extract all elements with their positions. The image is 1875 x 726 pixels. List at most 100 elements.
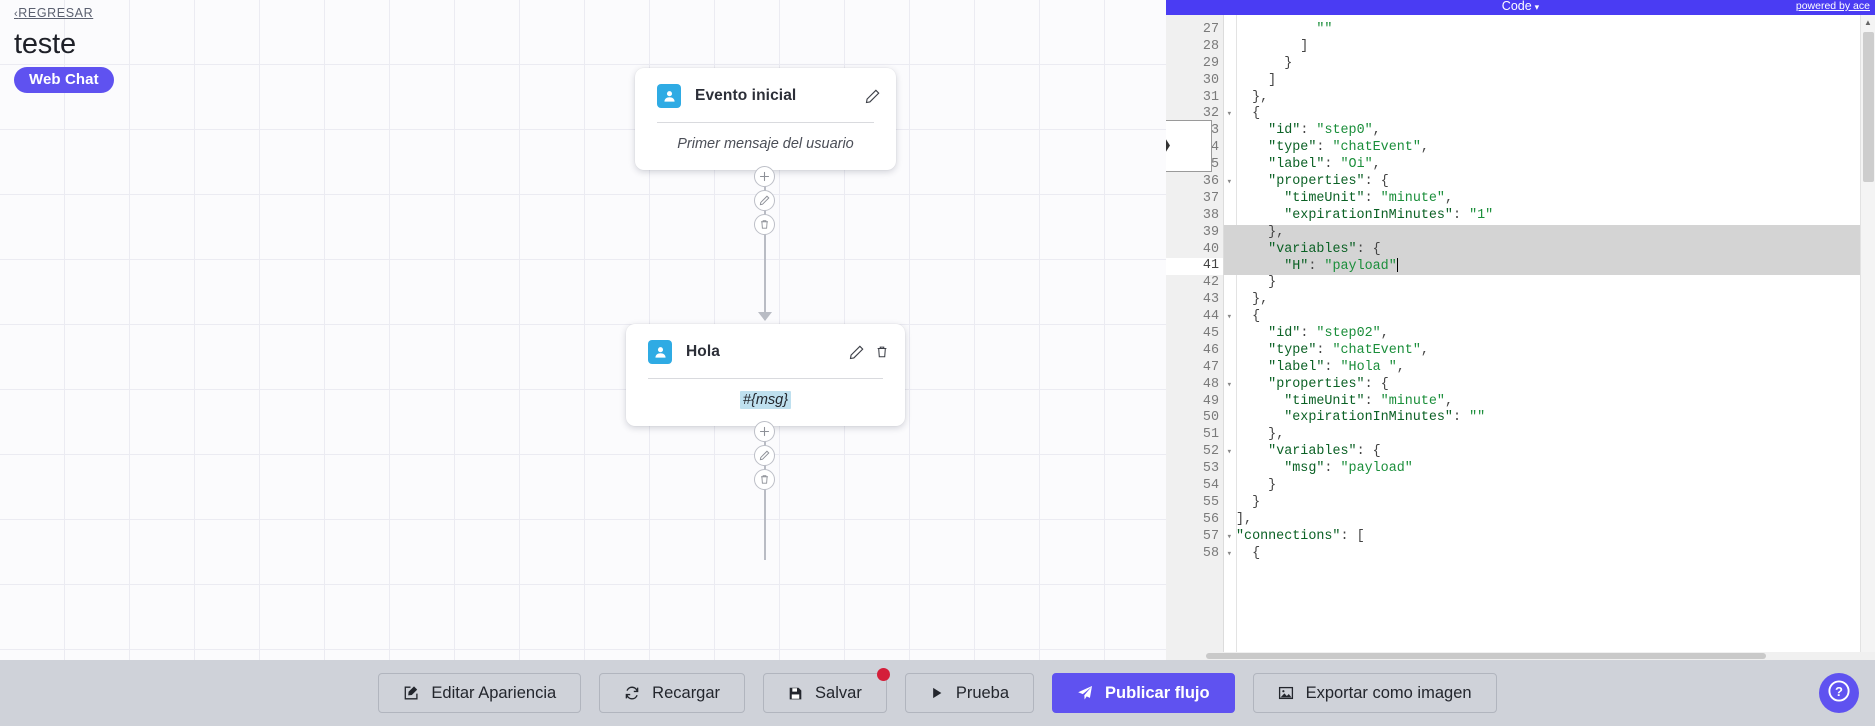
fold-widget-overlay[interactable]: ❯ xyxy=(1166,120,1212,172)
code-line[interactable]: } xyxy=(1268,478,1277,494)
scrollbar-thumb[interactable] xyxy=(1863,32,1874,182)
line-number[interactable]: 52▾ xyxy=(1202,444,1232,460)
delete-icon[interactable] xyxy=(754,214,775,235)
line-number[interactable]: 29 xyxy=(1202,55,1219,71)
line-number[interactable]: 44▾ xyxy=(1202,309,1232,325)
code-line[interactable]: } xyxy=(1268,275,1277,291)
button-label: Publicar flujo xyxy=(1105,683,1210,702)
code-line[interactable]: "variables": { xyxy=(1224,241,1875,259)
test-button[interactable]: Prueba xyxy=(904,673,1035,713)
code-editor[interactable]: 272829303132▾33343536▾37383940▾41424344▾… xyxy=(1166,15,1875,660)
code-line[interactable]: }, xyxy=(1224,224,1875,242)
scroll-up-icon[interactable]: ▲ xyxy=(1864,18,1872,27)
reload-button[interactable]: Recargar xyxy=(599,673,746,713)
flow-node-hola[interactable]: Hola #{msg} xyxy=(626,324,905,426)
line-number[interactable]: 28 xyxy=(1202,38,1219,54)
line-number[interactable]: 58▾ xyxy=(1202,545,1232,561)
code-horizontal-scrollbar[interactable] xyxy=(1166,652,1875,660)
code-line[interactable]: { xyxy=(1252,309,1261,325)
back-link[interactable]: ‹REGRESAR xyxy=(14,6,93,20)
add-icon[interactable] xyxy=(754,166,775,187)
code-line[interactable]: "H": "payload" xyxy=(1224,258,1875,276)
line-number[interactable]: 45 xyxy=(1202,326,1219,342)
line-number[interactable]: 55 xyxy=(1202,494,1219,510)
code-content[interactable]: "" ] } ] }, { "id": "step0", "type": "ch… xyxy=(1224,15,1875,660)
code-vertical-scrollbar[interactable]: ▲ xyxy=(1860,15,1875,660)
code-line[interactable]: "type": "chatEvent", xyxy=(1268,342,1429,358)
ace-credit-link[interactable]: powered by ace xyxy=(1795,0,1870,12)
code-line[interactable]: }, xyxy=(1268,427,1285,443)
code-line[interactable]: "expirationInMinutes": "1" xyxy=(1284,207,1494,223)
export-image-button[interactable]: Exportar como imagen xyxy=(1252,673,1497,713)
line-number[interactable]: 41 xyxy=(1166,258,1223,276)
code-line[interactable]: "label": "Hola ", xyxy=(1268,359,1405,375)
save-button[interactable]: Salvar xyxy=(763,668,890,713)
code-line[interactable]: "connections": [ xyxy=(1236,528,1365,544)
help-button[interactable]: ? xyxy=(1819,673,1859,713)
code-line[interactable]: "id": "step0", xyxy=(1268,123,1381,139)
node-title: Hola xyxy=(686,343,720,360)
line-number[interactable]: 43 xyxy=(1202,292,1219,308)
code-line[interactable]: }, xyxy=(1252,89,1269,105)
flow-node-evento-inicial[interactable]: Evento inicial Primer mensaje del usuari… xyxy=(635,68,896,170)
code-line[interactable]: { xyxy=(1252,106,1261,122)
page-title: teste xyxy=(14,28,76,60)
refresh-icon xyxy=(624,685,640,701)
code-line[interactable]: "id": "step02", xyxy=(1268,326,1389,342)
line-number[interactable]: 49 xyxy=(1202,393,1219,409)
code-line[interactable]: } xyxy=(1252,494,1261,510)
bottom-toolbar: Editar Apariencia Recargar Salvar Prueba xyxy=(0,660,1875,726)
edit-icon[interactable] xyxy=(754,445,775,466)
delete-icon[interactable] xyxy=(754,469,775,490)
code-line[interactable]: { xyxy=(1252,545,1261,561)
code-line[interactable]: "properties": { xyxy=(1268,174,1389,190)
line-number[interactable]: 56 xyxy=(1202,511,1219,527)
add-icon[interactable] xyxy=(754,421,775,442)
flow-canvas[interactable]: ‹REGRESAR teste Web Chat Evento inicial xyxy=(0,0,1166,660)
code-panel-title[interactable]: Code▾ xyxy=(1501,0,1540,13)
line-number[interactable]: 37 xyxy=(1202,190,1219,206)
code-line[interactable]: "variables": { xyxy=(1268,444,1381,460)
image-icon xyxy=(1278,685,1294,701)
line-number[interactable]: 48▾ xyxy=(1202,376,1232,392)
line-number[interactable]: 30 xyxy=(1202,72,1219,88)
line-number[interactable]: 50 xyxy=(1202,410,1219,426)
edit-appearance-button[interactable]: Editar Apariencia xyxy=(378,673,582,713)
code-line[interactable]: "label": "Oi", xyxy=(1268,157,1381,173)
line-number[interactable]: 36▾ xyxy=(1202,174,1232,190)
code-line[interactable]: }, xyxy=(1252,292,1269,308)
line-number[interactable]: 46 xyxy=(1202,342,1219,358)
line-number[interactable]: 54 xyxy=(1202,478,1219,494)
code-line[interactable]: "msg": "payload" xyxy=(1284,461,1413,477)
back-label: REGRESAR xyxy=(18,6,94,20)
delete-icon[interactable] xyxy=(875,345,889,359)
line-number[interactable]: 31 xyxy=(1202,89,1219,105)
node-actions xyxy=(849,345,889,360)
line-number[interactable]: 51 xyxy=(1202,427,1219,443)
code-line[interactable]: "type": "chatEvent", xyxy=(1268,140,1429,156)
code-editor-panel[interactable]: Code▾ powered by ace 272829303132▾333435… xyxy=(1166,0,1875,660)
code-line[interactable]: "timeUnit": "minute", xyxy=(1284,190,1454,206)
line-number[interactable]: 40▾ xyxy=(1166,242,1232,259)
code-line[interactable]: "timeUnit": "minute", xyxy=(1284,393,1454,409)
code-line[interactable]: ] xyxy=(1268,72,1277,88)
line-number[interactable]: 27 xyxy=(1202,22,1219,37)
code-line[interactable]: "properties": { xyxy=(1268,376,1389,392)
publish-flow-button[interactable]: Publicar flujo xyxy=(1052,673,1235,713)
hscrollbar-thumb[interactable] xyxy=(1206,653,1766,659)
edit-icon[interactable] xyxy=(754,190,775,211)
line-number[interactable]: 53 xyxy=(1202,461,1219,477)
code-line[interactable]: ] xyxy=(1300,38,1309,54)
line-number[interactable]: 47 xyxy=(1202,359,1219,375)
line-number[interactable]: 38 xyxy=(1202,207,1219,223)
code-line[interactable]: "expirationInMinutes": "" xyxy=(1284,410,1486,426)
line-number[interactable]: 39 xyxy=(1202,224,1219,240)
edit-icon[interactable] xyxy=(849,345,864,360)
line-number[interactable]: 42 xyxy=(1202,275,1219,291)
code-line[interactable]: ], xyxy=(1236,511,1253,527)
line-number[interactable]: 57▾ xyxy=(1202,528,1232,544)
code-line[interactable]: } xyxy=(1284,55,1293,71)
button-label: Prueba xyxy=(955,683,1010,702)
edit-icon[interactable] xyxy=(865,89,880,104)
code-line[interactable]: "" xyxy=(1316,22,1333,37)
